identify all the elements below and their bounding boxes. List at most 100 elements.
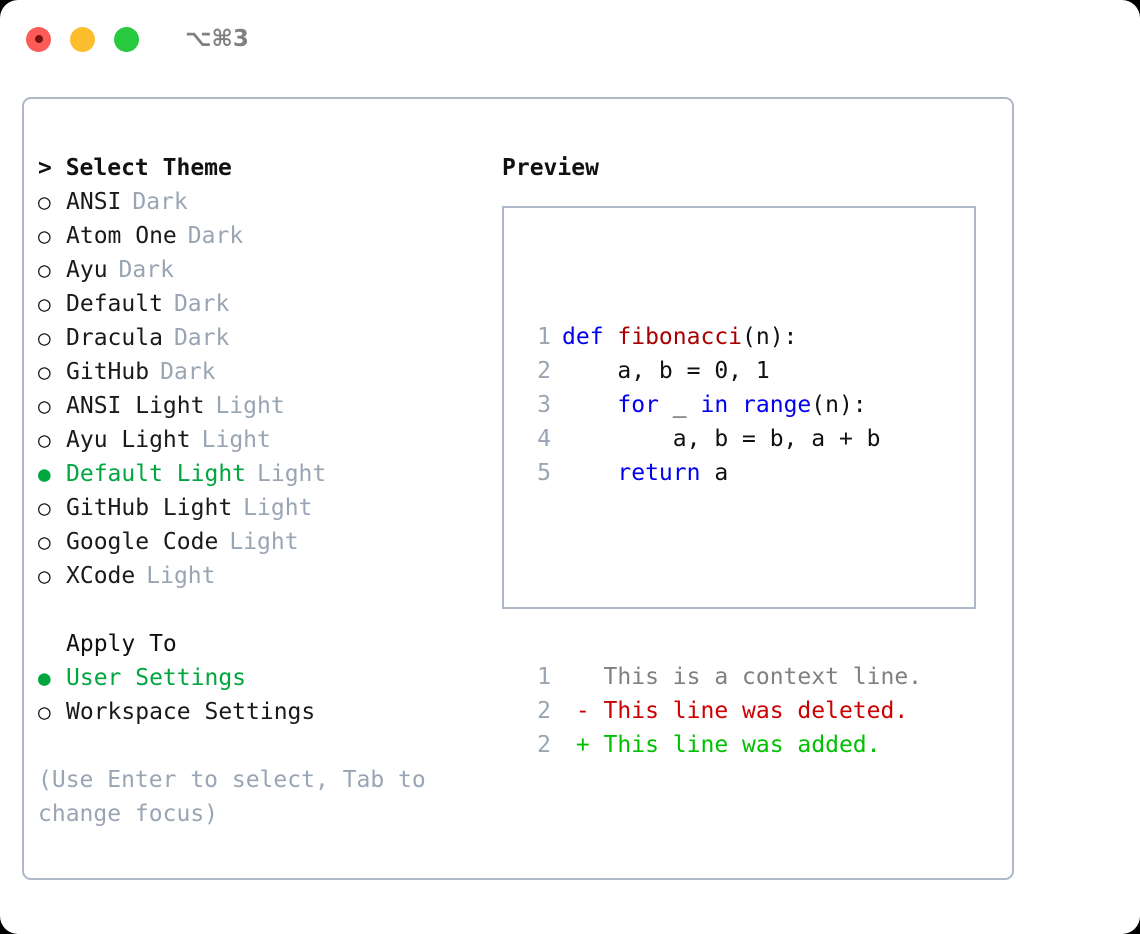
radio-unselected-icon: ○ bbox=[38, 326, 51, 350]
code-blank-line bbox=[517, 558, 922, 592]
diff-line-text: + This line was added. bbox=[562, 732, 881, 758]
apply-to-option-user-settings[interactable]: ● User Settings bbox=[38, 661, 498, 695]
close-button[interactable] bbox=[26, 26, 51, 52]
radio-unselected-icon: ○ bbox=[38, 564, 51, 588]
title-bar: ⌥⌘3 bbox=[0, 0, 1140, 78]
code-line-text: a, b = 0, 1 bbox=[562, 354, 770, 388]
preview-heading: Preview bbox=[502, 155, 599, 181]
theme-option-label: GitHub Light bbox=[66, 495, 233, 521]
theme-option-default-light[interactable]: ● Default Light Light bbox=[38, 457, 498, 491]
code-token-keyword: in range bbox=[700, 392, 812, 418]
diff-line-added: 2 + This line was added. bbox=[517, 728, 922, 762]
code-line-text: return a bbox=[562, 456, 728, 490]
radio-unselected-icon: ○ bbox=[38, 700, 51, 724]
code-token-plain: (n): bbox=[811, 392, 867, 418]
code-line-text: for _ in range(n): bbox=[562, 388, 867, 422]
apply-to-heading: Apply To bbox=[66, 631, 177, 657]
theme-option-tag: Dark bbox=[118, 257, 174, 283]
code-token-function: fibonacci bbox=[617, 324, 743, 350]
list-spacer bbox=[38, 593, 498, 627]
zoom-button[interactable] bbox=[114, 26, 139, 52]
theme-option-label: XCode bbox=[66, 563, 136, 589]
theme-option-label: Google Code bbox=[66, 529, 219, 555]
theme-option-dracula[interactable]: ○ Dracula Dark bbox=[38, 321, 498, 355]
theme-option-ansi[interactable]: ○ ANSI Dark bbox=[38, 185, 498, 219]
code-line-text: def fibonacci(n): bbox=[562, 320, 797, 354]
code-token-keyword: return bbox=[617, 460, 701, 486]
line-number: 1 bbox=[537, 324, 551, 350]
theme-option-label: ANSI bbox=[66, 189, 122, 215]
code-line: 5 return a bbox=[517, 456, 922, 490]
radio-unselected-icon: ○ bbox=[38, 428, 51, 452]
line-number: 4 bbox=[537, 426, 551, 452]
radio-selected-icon: ● bbox=[38, 666, 51, 690]
code-token-plain bbox=[562, 392, 617, 418]
theme-option-label: Default bbox=[66, 291, 163, 317]
diff-line-deleted: 2 - This line was deleted. bbox=[517, 694, 922, 728]
theme-option-label: Ayu bbox=[66, 257, 108, 283]
theme-option-tag: Dark bbox=[173, 325, 230, 351]
traffic-light-buttons bbox=[26, 26, 139, 52]
theme-option-label: ANSI Light bbox=[66, 393, 205, 419]
radio-unselected-icon: ○ bbox=[38, 190, 51, 214]
theme-option-github-light[interactable]: ○ GitHub Light Light bbox=[38, 491, 498, 525]
code-line: 2 a, b = 0, 1 bbox=[517, 354, 922, 388]
theme-option-tag: Light bbox=[257, 461, 327, 487]
theme-option-label: Default Light bbox=[66, 461, 247, 487]
diff-line-context: 1 This is a context line. bbox=[517, 660, 922, 694]
code-line-text: a, b = b, a + b bbox=[562, 422, 881, 456]
code-token-plain: a bbox=[700, 460, 729, 486]
radio-unselected-icon: ○ bbox=[38, 496, 51, 520]
select-theme-heading: > Select Theme bbox=[38, 155, 232, 181]
line-number: 1 bbox=[537, 664, 551, 690]
apply-to-option-label: User Settings bbox=[66, 665, 247, 691]
apply-to-list[interactable]: ● User Settings ○Workspace Settings bbox=[38, 661, 498, 729]
code-token-plain: (n): bbox=[742, 324, 798, 350]
code-token-plain: a, b = 0, 1 bbox=[562, 358, 770, 384]
theme-option-tag: Light bbox=[229, 529, 299, 555]
theme-option-tag: Dark bbox=[132, 189, 188, 215]
code-token-plain: _ bbox=[658, 392, 701, 418]
radio-unselected-icon: ○ bbox=[38, 224, 51, 248]
radio-unselected-icon: ○ bbox=[38, 360, 51, 384]
code-token-plain: a, b = b, a + b bbox=[562, 426, 881, 452]
theme-option-label: Atom One bbox=[66, 223, 177, 249]
line-number: 3 bbox=[537, 392, 551, 418]
diff-line-text: - This line was deleted. bbox=[562, 698, 909, 724]
theme-option-tag: Dark bbox=[173, 291, 230, 317]
theme-option-tag: Light bbox=[243, 495, 313, 521]
minimize-button[interactable] bbox=[70, 26, 95, 52]
line-number: 2 bbox=[537, 358, 551, 384]
apply-to-option-workspace-settings[interactable]: ○Workspace Settings bbox=[38, 695, 498, 729]
code-line: 3 for _ in range(n): bbox=[517, 388, 922, 422]
code-token-keyword: for bbox=[617, 392, 659, 418]
theme-option-label: Dracula bbox=[66, 325, 163, 351]
radio-selected-icon: ● bbox=[38, 462, 51, 486]
code-token-plain bbox=[562, 460, 617, 486]
keyboard-hint: (Use Enter to select, Tab to change focu… bbox=[38, 767, 440, 827]
code-line: 1 def fibonacci(n): bbox=[517, 320, 922, 354]
code-line: 4 a, b = b, a + b bbox=[517, 422, 922, 456]
theme-option-tag: Light bbox=[201, 427, 271, 453]
line-number: 5 bbox=[537, 460, 551, 486]
line-number: 2 bbox=[537, 698, 551, 724]
code-token-keyword: def bbox=[562, 324, 618, 350]
radio-unselected-icon: ○ bbox=[38, 394, 51, 418]
theme-option-label: GitHub bbox=[66, 359, 150, 385]
window-title: ⌥⌘3 bbox=[185, 26, 249, 52]
